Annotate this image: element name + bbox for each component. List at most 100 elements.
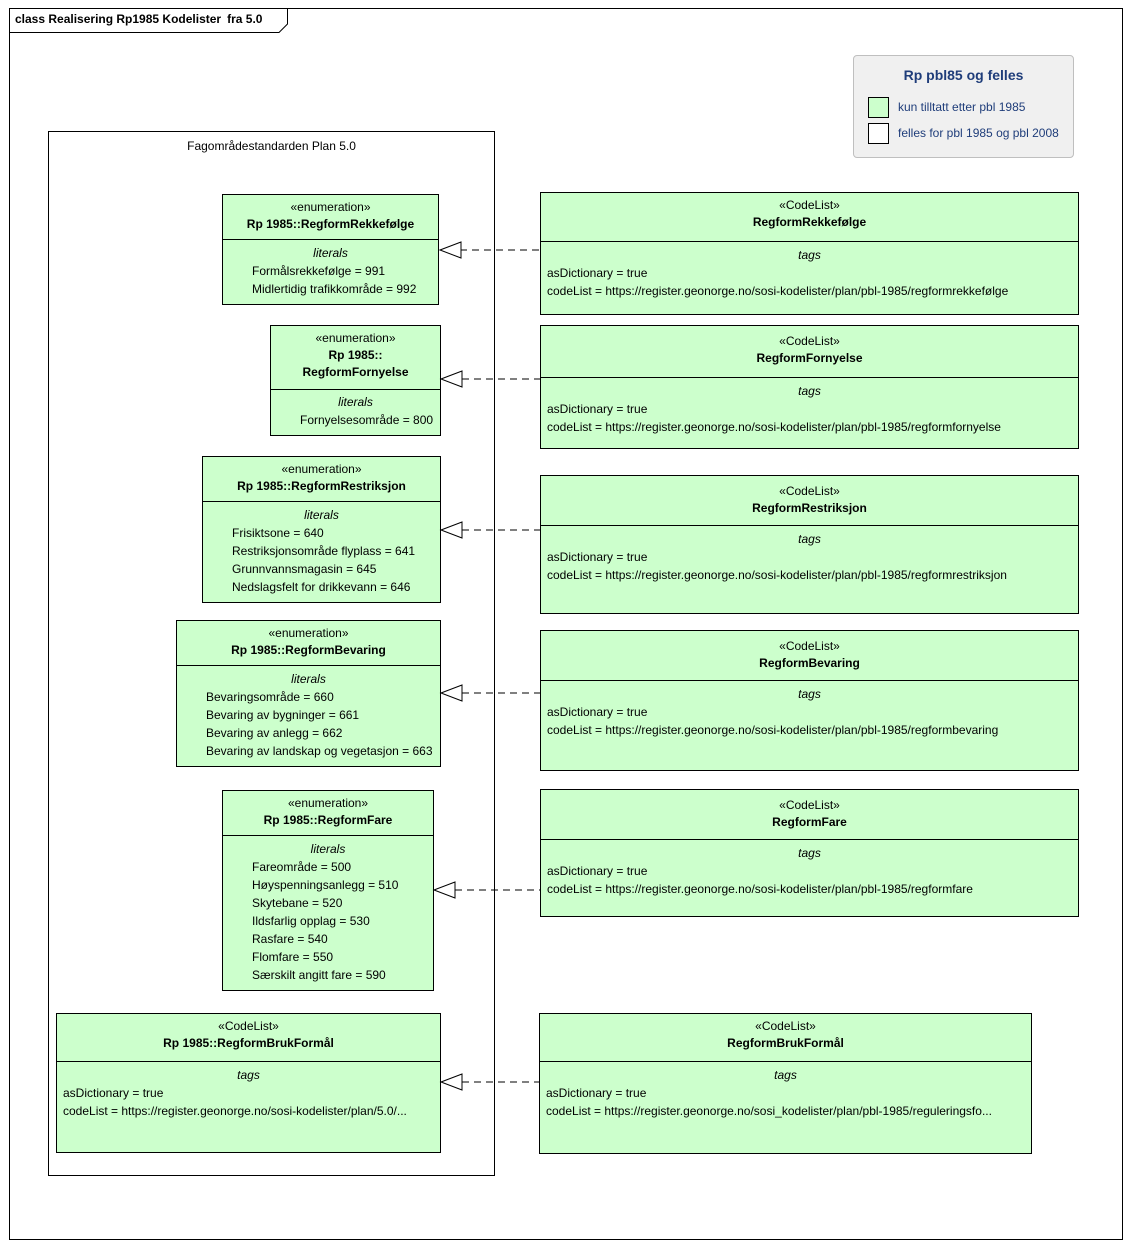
- realization-arrowhead: [439, 370, 463, 388]
- realization-arrowhead: [432, 881, 456, 899]
- section-label: tags: [798, 248, 821, 262]
- legend-swatch-green: [868, 96, 889, 118]
- enum-regform-fornyelse[interactable]: «enumeration» Rp 1985:: RegformFornyelse…: [270, 325, 441, 436]
- frame-label-tab: [9, 8, 288, 33]
- legend-item-felles: felles for pbl 1985 og pbl 2008: [868, 122, 1059, 144]
- class-name: RegformRekkefølge: [752, 215, 867, 229]
- codelist-regform-fornyelse[interactable]: «CodeList» RegformFornyelse tags asDicti…: [540, 325, 1079, 449]
- stereotype-label: «enumeration»: [268, 626, 349, 640]
- tag: asDictionary = true: [547, 550, 648, 564]
- section-label: tags: [798, 532, 821, 546]
- section-label: tags: [237, 1068, 260, 1082]
- tag: codeList = https://register.geonorge.no/…: [547, 284, 1009, 298]
- tag: asDictionary = true: [63, 1086, 164, 1100]
- stereotype-label: «enumeration»: [315, 331, 396, 345]
- class-name: RegformFare: [772, 815, 847, 829]
- literal: Frisiktsone = 640: [232, 526, 324, 540]
- tag: codeList = https://register.geonorge.no/…: [547, 723, 999, 737]
- enum-regform-restriksjon[interactable]: «enumeration» Rp 1985::RegformRestriksjo…: [202, 456, 441, 603]
- literal: Fareområde = 500: [252, 860, 352, 874]
- literal: Midlertidig trafikkområde = 992: [252, 282, 417, 296]
- tag: codeList = https://register.geonorge.no/…: [546, 1104, 992, 1118]
- stereotype-label: «CodeList»: [779, 639, 840, 653]
- literal: Bevaring av bygninger = 661: [206, 708, 360, 722]
- diagram-frame: [9, 8, 1123, 1240]
- stereotype-label: «CodeList»: [779, 484, 840, 498]
- stereotype-label: «enumeration»: [287, 796, 369, 810]
- stereotype-label: «CodeList»: [779, 334, 840, 348]
- tag: asDictionary = true: [547, 864, 648, 878]
- tag: asDictionary = true: [547, 266, 648, 280]
- package-title: Fagområdestandarden Plan 5.0: [187, 139, 356, 153]
- legend: Rp pbl85 og felles kun tilltatt etter pb…: [853, 55, 1074, 158]
- legend-item-pbl1985: kun tilltatt etter pbl 1985: [868, 96, 1025, 118]
- literal: Formålsrekkefølge = 991: [252, 264, 386, 278]
- literal: Fornyelsesområde = 800: [300, 413, 434, 427]
- tag: asDictionary = true: [546, 1086, 647, 1100]
- class-name: Rp 1985::RegformFare: [263, 813, 393, 827]
- class-name: Rp 1985::RegformRestriksjon: [237, 479, 406, 493]
- legend-swatch-white: [868, 122, 889, 144]
- package-fagomradestandarden: Fagområdestandarden Plan 5.0: [48, 131, 495, 1176]
- tag: asDictionary = true: [547, 402, 648, 416]
- literal: Bevaring av anlegg = 662: [206, 726, 343, 740]
- literal: Bevaringsområde = 660: [206, 690, 334, 704]
- literal: Grunnvannsmagasin = 645: [232, 562, 377, 576]
- stereotype-label: «enumeration»: [290, 200, 371, 214]
- literal: Flomfare = 550: [252, 950, 334, 964]
- stereotype-label: «enumeration»: [281, 462, 362, 476]
- class-name: RegformFornyelse: [756, 351, 863, 365]
- tag: asDictionary = true: [547, 705, 648, 719]
- literal: Restriksjonsområde flyplass = 641: [232, 544, 416, 558]
- tag: codeList = https://register.geonorge.no/…: [63, 1104, 407, 1118]
- stereotype-label: «CodeList»: [779, 198, 840, 212]
- codelist-regform-restriksjon[interactable]: «CodeList» RegformRestriksjon tags asDic…: [540, 475, 1079, 614]
- tag: codeList = https://register.geonorge.no/…: [547, 568, 1007, 582]
- class-name-line2: RegformFornyelse: [302, 365, 409, 379]
- realization-arrowhead: [438, 241, 462, 259]
- section-label: literals: [304, 508, 339, 522]
- realization-arrowhead: [439, 521, 463, 539]
- section-label: tags: [798, 846, 821, 860]
- codelist-rp1985-regformbrukformal[interactable]: «CodeList» Rp 1985::RegformBrukFormål ta…: [56, 1013, 441, 1153]
- codelist-regform-brukformal[interactable]: «CodeList» RegformBrukFormål tags asDict…: [539, 1013, 1032, 1154]
- section-label: tags: [798, 687, 821, 701]
- section-label: literals: [338, 395, 373, 409]
- class-name: Rp 1985::: [328, 348, 383, 362]
- literal: Skytebane = 520: [252, 896, 343, 910]
- enum-regform-bevaring[interactable]: «enumeration» Rp 1985::RegformBevaring l…: [176, 620, 441, 767]
- enum-regform-fare[interactable]: «enumeration» Rp 1985::RegformFare liter…: [222, 790, 434, 991]
- section-label: tags: [774, 1068, 797, 1082]
- section-label: literals: [291, 672, 326, 686]
- enum-regform-rekkefolge[interactable]: «enumeration» Rp 1985::RegformRekkefølge…: [222, 194, 439, 305]
- realization-arrowhead: [439, 684, 463, 702]
- class-name: Rp 1985::RegformRekkefølge: [246, 217, 415, 231]
- class-name: Rp 1985::RegformBrukFormål: [163, 1036, 334, 1050]
- codelist-regform-bevaring[interactable]: «CodeList» RegformBevaring tags asDictio…: [540, 630, 1079, 771]
- literal: Bevaring av landskap og vegetasjon = 663: [206, 744, 433, 758]
- class-name: RegformRestriksjon: [752, 501, 867, 515]
- class-name: RegformBevaring: [759, 656, 860, 670]
- codelist-regform-fare[interactable]: «CodeList» RegformFare tags asDictionary…: [540, 789, 1079, 917]
- class-name: Rp 1985::RegformBevaring: [231, 643, 386, 657]
- legend-title: Rp pbl85 og felles: [903, 67, 1024, 83]
- stereotype-label: «CodeList»: [755, 1019, 816, 1033]
- codelist-regform-rekkefolge[interactable]: «CodeList» RegformRekkefølge tags asDict…: [540, 192, 1079, 315]
- stereotype-label: «CodeList»: [779, 798, 840, 812]
- stereotype-label: «CodeList»: [218, 1019, 279, 1033]
- class-name: RegformBrukFormål: [727, 1036, 844, 1050]
- section-label: literals: [310, 842, 346, 856]
- literal: Rasfare = 540: [252, 932, 328, 946]
- section-label: tags: [798, 384, 821, 398]
- tag: codeList = https://register.geonorge.no/…: [547, 420, 1001, 434]
- literal: Nedslagsfelt for drikkevann = 646: [232, 580, 411, 594]
- tag: codeList = https://register.geonorge.no/…: [547, 882, 973, 896]
- section-label: literals: [313, 246, 348, 260]
- literal: Særskilt angitt fare = 590: [252, 968, 386, 982]
- realization-arrowhead: [439, 1073, 463, 1091]
- literal: Ildsfarlig opplag = 530: [252, 914, 370, 928]
- literal: Høyspenningsanlegg = 510: [252, 878, 399, 892]
